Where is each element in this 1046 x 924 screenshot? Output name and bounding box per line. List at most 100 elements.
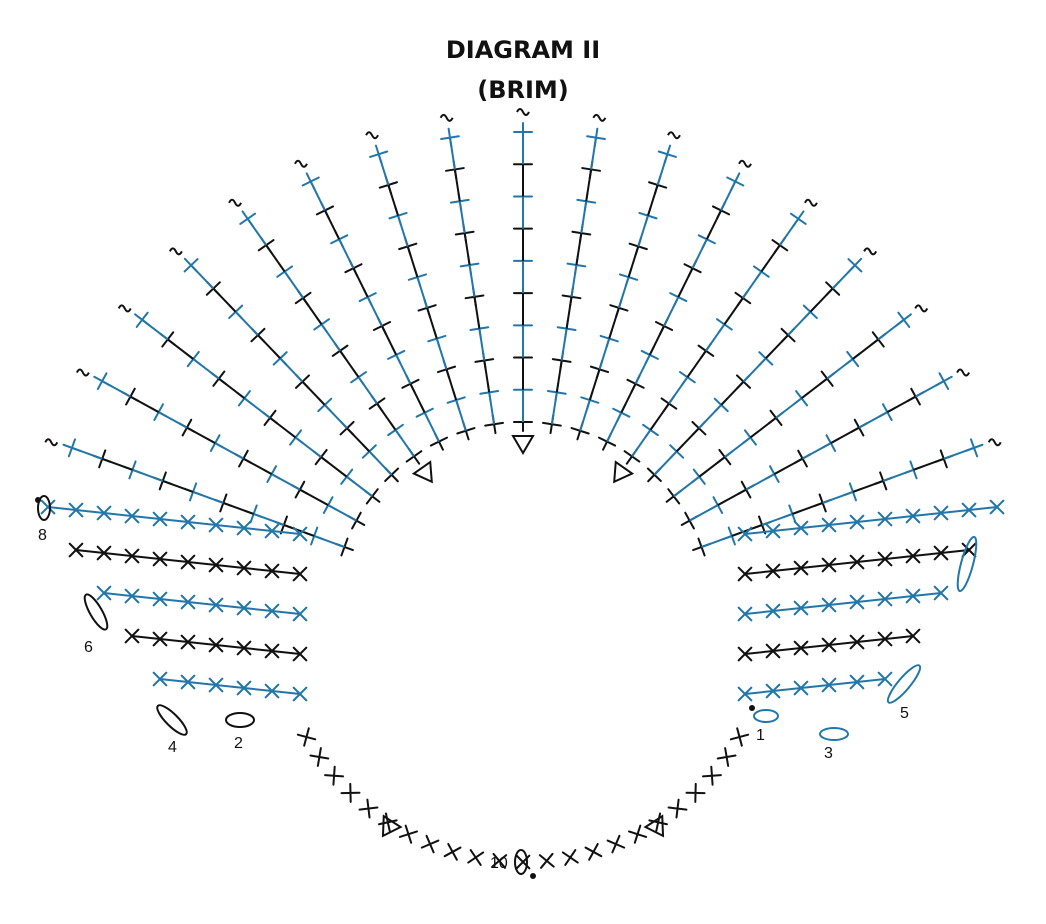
connector-line <box>75 509 105 514</box>
connector-line <box>744 530 774 535</box>
stitch-mark <box>296 727 317 747</box>
connector-line <box>858 411 888 429</box>
connector-line <box>271 610 301 615</box>
connector-line <box>468 264 476 297</box>
connector-line <box>162 479 194 493</box>
stitch-mark <box>964 438 984 458</box>
connector-line <box>826 358 854 380</box>
connector-line <box>912 512 942 517</box>
connector-line <box>915 380 945 398</box>
connector-line <box>294 436 322 458</box>
connector-line <box>75 549 105 554</box>
connector-line <box>800 684 830 689</box>
connector-line <box>800 377 828 400</box>
connector-line <box>131 595 161 600</box>
connector-line <box>856 638 886 643</box>
connector-line <box>723 297 744 325</box>
connector-line <box>606 412 623 443</box>
stitch-mark <box>467 849 485 866</box>
turning-chain-mark <box>516 108 530 116</box>
connector-line <box>483 360 491 393</box>
connector-line <box>877 319 905 341</box>
connector-line <box>212 287 237 313</box>
connector-line <box>103 552 133 557</box>
stitch-mark <box>685 782 706 803</box>
start-dot <box>35 497 41 503</box>
connector-line <box>455 399 467 432</box>
connector-line <box>243 607 273 612</box>
join-oval <box>156 704 188 736</box>
connector-line <box>856 678 886 683</box>
connector-line <box>453 169 461 202</box>
connector-line <box>243 687 273 692</box>
connector-line <box>647 184 659 216</box>
turning-chain-mark <box>738 159 752 168</box>
connector-line <box>313 535 345 548</box>
connector-line <box>744 610 774 615</box>
stitch-mark <box>369 144 389 164</box>
connector-line <box>828 681 858 686</box>
connector-line <box>943 446 975 460</box>
connector-line <box>473 296 481 329</box>
stitch-mark <box>398 824 419 844</box>
connector-line <box>327 504 357 522</box>
connector-line <box>772 647 802 652</box>
connector-line <box>159 678 189 683</box>
connector-line <box>339 350 360 378</box>
connector-line <box>608 307 620 339</box>
connector-line <box>828 641 858 646</box>
connector-line <box>242 457 273 475</box>
connector-line <box>830 426 860 444</box>
connector-line <box>301 380 326 406</box>
stitch-mark <box>627 824 648 844</box>
connector-line <box>214 442 244 460</box>
connector-line <box>912 552 942 557</box>
connector-line <box>397 215 409 247</box>
connector-line <box>215 604 245 609</box>
connector-line <box>283 524 315 537</box>
connector-line <box>158 411 188 429</box>
connector-line <box>132 468 164 482</box>
connector-line <box>749 417 777 439</box>
connector-line <box>705 323 726 352</box>
connector-line <box>387 184 399 216</box>
round-label-2: 2 <box>234 735 243 752</box>
connector-line <box>234 311 259 336</box>
turning-chain-mark <box>117 304 132 313</box>
connector-line <box>376 402 397 431</box>
connector-line <box>884 635 914 640</box>
connector-line <box>852 338 879 360</box>
connector-line <box>338 238 355 269</box>
stitch-mark <box>538 852 555 869</box>
connector-line <box>253 513 285 526</box>
connector-line <box>828 521 858 526</box>
connector-line <box>675 427 700 453</box>
connector-line <box>673 475 700 498</box>
connector-line <box>585 169 593 202</box>
connector-line <box>884 555 914 560</box>
connector-line <box>218 377 246 400</box>
connector-line <box>187 641 217 646</box>
connector-line <box>775 397 803 419</box>
stitch-mark <box>648 812 668 833</box>
turning-chain-mark <box>75 368 90 377</box>
spokes <box>44 108 1002 557</box>
connector-line <box>698 404 722 429</box>
start-dot <box>749 705 755 711</box>
connector-line <box>159 598 189 603</box>
connector-line <box>580 201 588 234</box>
join-oval <box>956 535 978 593</box>
side-rows <box>35 495 1005 741</box>
connector-line <box>131 555 161 560</box>
connector-line <box>302 297 323 325</box>
connector-line <box>637 215 649 247</box>
connector-line <box>884 515 914 520</box>
connector-line <box>772 527 802 532</box>
connector-line <box>648 325 665 356</box>
connector-line <box>663 296 680 327</box>
connector-line <box>377 153 390 186</box>
connector-line <box>617 276 630 309</box>
connector-line <box>141 319 169 341</box>
connector-line <box>742 357 767 383</box>
connector-line <box>366 296 383 327</box>
